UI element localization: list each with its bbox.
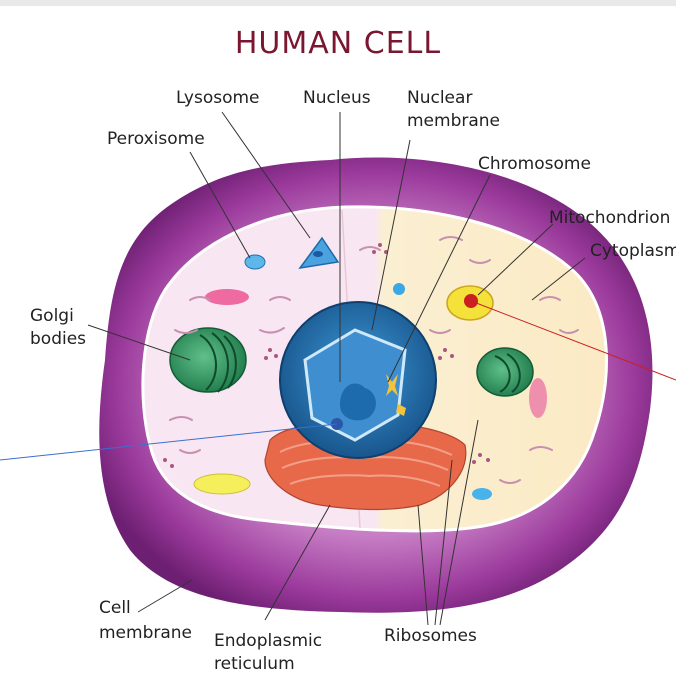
- label-ribosomes: Ribosomes: [384, 625, 477, 648]
- label-nucleus: Nucleus: [303, 87, 371, 110]
- label-golgi-line2: bodies: [30, 328, 86, 351]
- label-nuclear-line1: Nuclear: [407, 87, 472, 110]
- label-cytoplasm: Cytoplasm: [590, 240, 676, 263]
- label-mitochondrion: Mitochondrion: [549, 207, 670, 230]
- label-cell-line2: membrane: [99, 622, 192, 645]
- golgi-left: [170, 328, 246, 392]
- label-lysosome: Lysosome: [176, 87, 260, 110]
- peroxisome: [245, 255, 265, 269]
- golgi-right: [477, 348, 533, 396]
- nucleus: [280, 302, 436, 458]
- label-nuclear-line2: membrane: [407, 110, 500, 133]
- label-er-line1: Endoplasmic: [214, 630, 322, 653]
- label-peroxisome: Peroxisome: [107, 128, 205, 151]
- diagram-title: HUMAN CELL: [0, 26, 676, 61]
- label-er-line2: reticulum: [214, 653, 295, 676]
- label-chromosome: Chromosome: [478, 153, 591, 176]
- label-cell-line1: Cell: [99, 597, 131, 620]
- label-golgi-line1: Golgi: [30, 305, 74, 328]
